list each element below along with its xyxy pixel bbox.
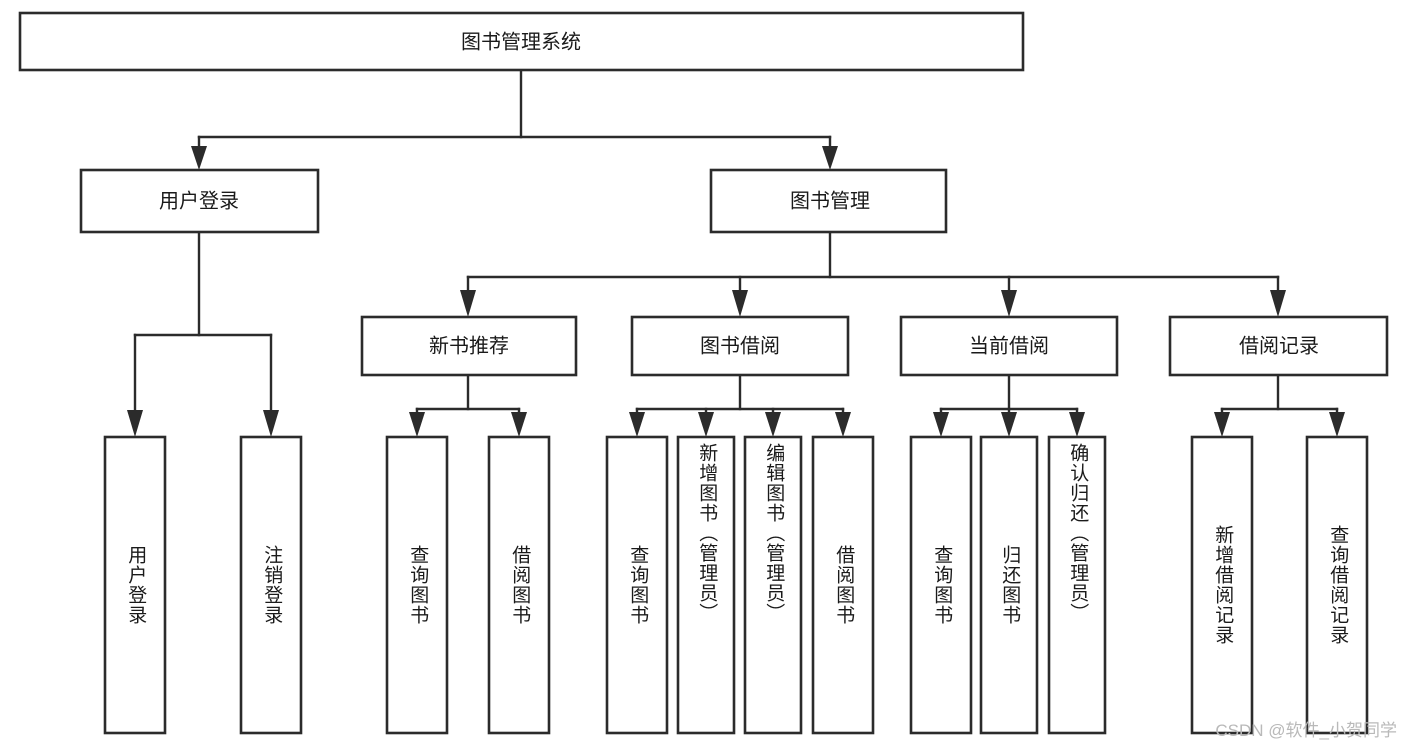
leaf-query-book-3-box[interactable] — [909, 435, 973, 735]
connector-group-new-book-recommend — [409, 373, 527, 437]
arrow-head-leaf-query-book-1 — [409, 412, 425, 437]
watermark-text: CSDN @软件_小贺同学 — [1215, 721, 1397, 740]
arrow-head-leaf-add-book — [698, 412, 714, 437]
arrow-head-user-login — [191, 146, 207, 170]
arrow-head-new-book-recommend — [460, 290, 476, 317]
node-book-borrow[interactable]: 图书借阅 — [630, 315, 850, 377]
arrow-head-leaf-borrow-book-1 — [511, 412, 527, 437]
arrow-head-leaf-user-login — [127, 410, 143, 437]
node-root-label: 图书管理系统 — [461, 30, 581, 53]
leaf-return-book-box[interactable] — [979, 435, 1039, 735]
leaf-user-login-box[interactable] — [103, 435, 167, 735]
leaf-query-book-2-box[interactable] — [605, 435, 669, 735]
node-borrow-record-box[interactable] — [1168, 315, 1389, 377]
arrow-head-leaf-confirm-return — [1069, 412, 1085, 437]
node-user-login-label: 用户登录 — [159, 189, 239, 212]
leaf-query-record-box[interactable] — [1305, 435, 1369, 735]
node-book-manage-label: 图书管理 — [790, 189, 870, 212]
connector-group-book-borrow — [629, 373, 851, 437]
connector-group-borrow-record — [1214, 373, 1345, 437]
node-borrow-record-label: 借阅记录 — [1239, 334, 1319, 357]
leaf-borrow-book-2-box[interactable] — [811, 435, 875, 735]
node-user-login[interactable]: 用户登录 — [79, 168, 320, 234]
arrow-head-leaf-query-record — [1329, 412, 1345, 437]
leaf-boxes — [103, 435, 1369, 735]
node-current-borrow-label: 当前借阅 — [969, 334, 1049, 357]
leaf-borrow-book-1-box[interactable] — [487, 435, 551, 735]
arrow-head-book-manage — [822, 146, 838, 170]
arrow-head-book-borrow — [732, 290, 748, 317]
leaf-add-record-box[interactable] — [1190, 435, 1254, 735]
node-new-book-recommend-label: 新书推荐 — [429, 334, 509, 357]
arrow-head-leaf-edit-book — [765, 412, 781, 437]
node-new-book-recommend[interactable]: 新书推荐 — [360, 315, 578, 377]
arrow-head-leaf-borrow-book-2 — [835, 412, 851, 437]
leaf-confirm-return-box[interactable] — [1047, 435, 1107, 735]
connector-group-user-login — [127, 230, 279, 437]
arrow-head-leaf-add-record — [1214, 412, 1230, 437]
node-borrow-record[interactable]: 借阅记录 — [1168, 315, 1389, 377]
connector-group-root — [191, 68, 838, 170]
node-book-manage-box[interactable] — [709, 168, 948, 234]
node-root-box[interactable] — [18, 11, 1025, 72]
leaf-edit-book-box[interactable] — [743, 435, 803, 735]
arrow-head-leaf-query-book-2 — [629, 412, 645, 437]
node-book-borrow-label: 图书借阅 — [700, 334, 780, 357]
connector-group-current-borrow — [933, 373, 1085, 437]
node-book-manage[interactable]: 图书管理 — [709, 168, 948, 234]
node-book-borrow-box[interactable] — [630, 315, 850, 377]
arrow-head-leaf-logout — [263, 410, 279, 437]
node-current-borrow-box[interactable] — [899, 315, 1119, 377]
arrow-head-leaf-query-book-3 — [933, 412, 949, 437]
leaf-query-book-1-box[interactable] — [385, 435, 449, 735]
leaf-add-book-box[interactable] — [676, 435, 736, 735]
arrow-head-current-borrow — [1001, 290, 1017, 317]
arrow-head-borrow-record — [1270, 290, 1286, 317]
node-root[interactable]: 图书管理系统 — [18, 11, 1025, 72]
node-new-book-recommend-box[interactable] — [360, 315, 578, 377]
node-current-borrow[interactable]: 当前借阅 — [899, 315, 1119, 377]
leaf-logout-box[interactable] — [239, 435, 303, 735]
node-user-login-box[interactable] — [79, 168, 320, 234]
arrow-head-leaf-return-book — [1001, 412, 1017, 437]
connector-group-book-manage — [460, 230, 1286, 317]
